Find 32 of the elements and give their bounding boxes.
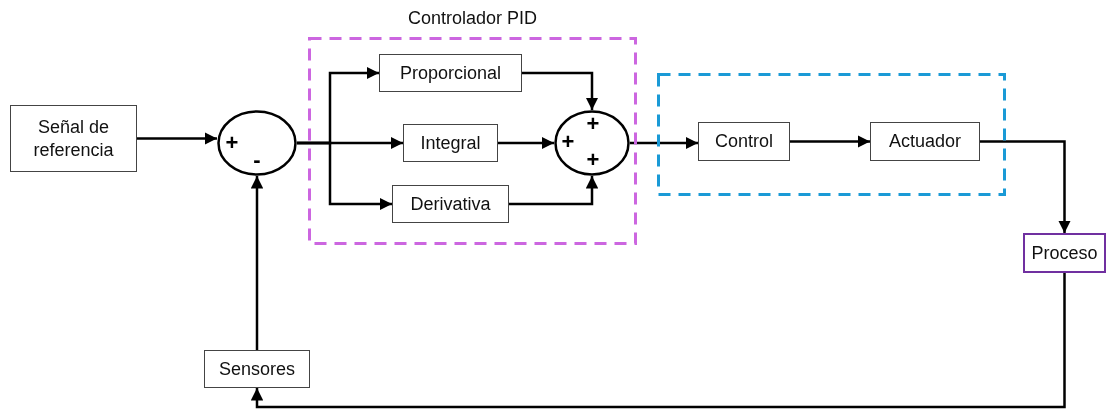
sign-label: - xyxy=(253,149,261,171)
block-label: Integral xyxy=(420,131,481,155)
arrow xyxy=(297,141,392,211)
block-box xyxy=(10,105,137,172)
block-box xyxy=(698,122,790,161)
arrow xyxy=(790,135,870,148)
arrow xyxy=(630,136,698,150)
arrow xyxy=(522,71,599,110)
block-box xyxy=(1023,233,1106,273)
arrow xyxy=(250,273,1066,409)
arrow xyxy=(980,140,1071,233)
arrow xyxy=(498,136,554,150)
block-box xyxy=(204,350,310,388)
block-box xyxy=(379,54,522,92)
block-label: Sensores xyxy=(218,357,295,381)
block-label: Actuador xyxy=(888,130,961,153)
block-label: Proporcional xyxy=(399,61,502,85)
arrow xyxy=(250,176,264,350)
block-label: Proceso xyxy=(1031,241,1098,265)
block-label: Derivativa xyxy=(410,192,491,216)
block-box xyxy=(870,122,980,161)
arrow xyxy=(509,176,599,206)
block-label: Control xyxy=(715,130,773,153)
sign-label: + xyxy=(225,132,239,154)
arrow xyxy=(137,132,217,145)
block-box xyxy=(392,185,509,223)
sign-label: + xyxy=(586,149,600,171)
block-label: Señal de referencia xyxy=(32,116,115,161)
sign-label: + xyxy=(561,131,575,153)
block-box xyxy=(403,124,498,162)
sign-label: + xyxy=(586,113,600,135)
group-title: Controlador PID xyxy=(406,8,539,29)
